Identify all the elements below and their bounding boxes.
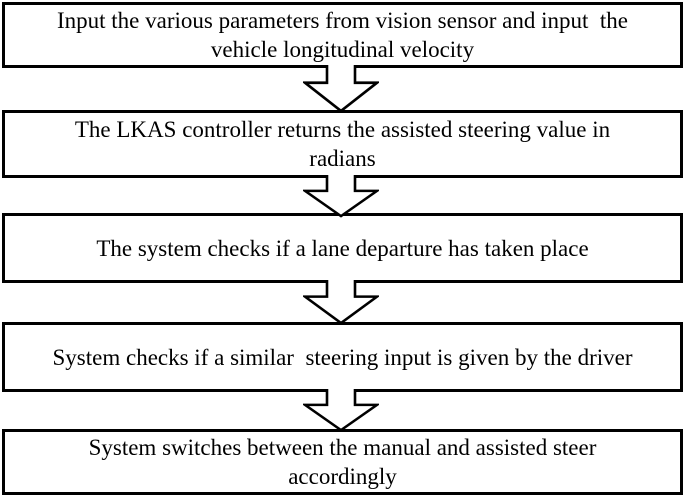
flow-step-4-text-line-1: System checks if a similar steering inpu… <box>52 344 633 370</box>
flow-step-3-text-line-1: The system checks if a lane departure ha… <box>96 235 589 261</box>
flow-step-1-text-line-1: Input the various parameters from vision… <box>56 8 629 33</box>
flow-step-1: Input the various parameters from vision… <box>2 2 683 68</box>
flow-step-4: System checks if a similar steering inpu… <box>2 322 683 392</box>
down-arrow-icon-4 <box>303 389 379 432</box>
flow-step-2-text-line-1: The LKAS controller returns the assisted… <box>74 117 611 142</box>
flow-step-2: The LKAS controller returns the assisted… <box>2 110 683 178</box>
down-arrow-icon-3 <box>303 280 379 325</box>
flow-step-5-text-line-1: System switches between the manual and a… <box>88 435 597 460</box>
down-arrow-icon-1 <box>303 65 379 113</box>
down-arrow-icon-2 <box>303 175 379 218</box>
flow-step-3: The system checks if a lane departure ha… <box>2 213 683 283</box>
flow-step-5-text-line-2: accordingly <box>288 464 397 489</box>
flow-step-2-text-line-2: radians <box>309 146 376 171</box>
flow-step-1-text-line-2: vehicle longitudinal velocity <box>210 37 475 62</box>
flow-step-5: System switches between the manual and a… <box>2 429 683 495</box>
